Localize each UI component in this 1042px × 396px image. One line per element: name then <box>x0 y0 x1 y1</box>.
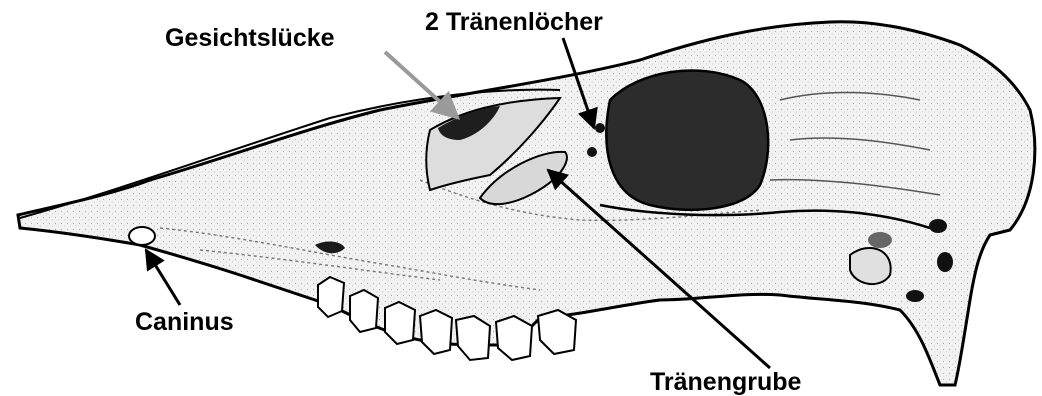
foramen-4 <box>868 232 892 248</box>
lacrimal-hole-2 <box>587 147 597 157</box>
orbit <box>606 70 768 209</box>
occipital-condyle <box>850 248 891 284</box>
molar-7 <box>538 310 576 354</box>
canine-tooth <box>129 227 155 245</box>
foramen-1 <box>929 219 947 233</box>
molar-3 <box>385 302 415 344</box>
label-traenenloecher: 2 Tränenlöcher <box>425 8 603 36</box>
molar-6 <box>496 316 532 360</box>
molar-2 <box>350 290 378 332</box>
lacrimal-hole-1 <box>595 123 605 133</box>
molar-1 <box>318 277 344 317</box>
label-caninus: Caninus <box>135 308 234 336</box>
foramen-2 <box>937 252 953 272</box>
molar-4 <box>420 310 452 354</box>
arrow-caninus <box>146 250 180 305</box>
molar-5 <box>456 316 490 360</box>
foramen-3 <box>906 290 924 302</box>
label-gesichtsluecke: Gesichtslücke <box>165 24 335 52</box>
label-traenengrube: Tränengrube <box>650 368 802 396</box>
